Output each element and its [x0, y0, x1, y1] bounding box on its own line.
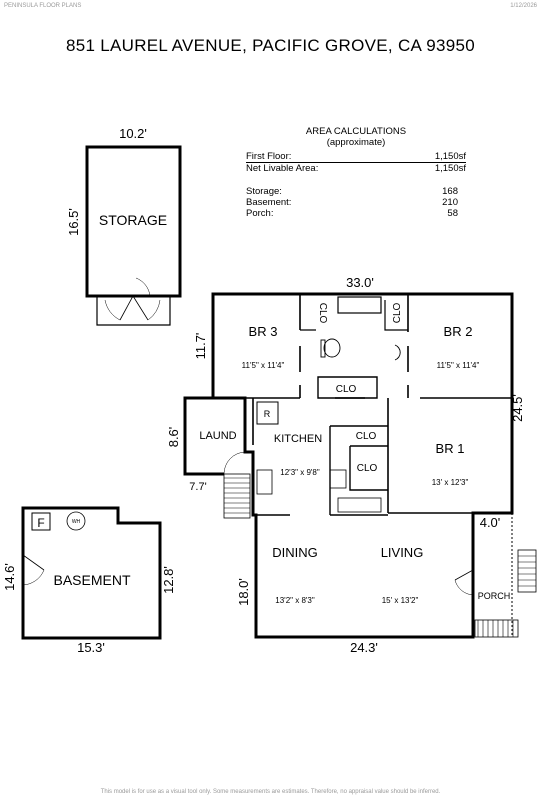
closet-kitchen-upper-label: CLO	[356, 431, 377, 442]
basement-depth-right-label: 12.8'	[161, 566, 176, 594]
kitchen-size: 12'3" x 9'8"	[280, 468, 320, 477]
disclaimer: This model is for use as a visual tool o…	[100, 789, 441, 795]
closet-br3-label: CLO	[317, 303, 328, 324]
area-label: First Floor:	[246, 151, 292, 162]
storage-name: STORAGE	[99, 212, 167, 228]
area-row-porch: Porch: 58	[246, 208, 458, 219]
living-name: LIVING	[381, 545, 424, 560]
br2-size: 11'5" x 11'4"	[437, 361, 480, 370]
water-heater-label: WH	[72, 519, 81, 525]
kitchen-name: KITCHEN	[274, 433, 322, 445]
front-door-swing	[454, 579, 474, 596]
storage-doors	[119, 295, 149, 321]
water-heater-icon	[66, 511, 86, 531]
area-subtitle: (approximate)	[326, 137, 386, 148]
storage-depth-label: 16.5'	[66, 208, 81, 236]
hall-closet	[317, 376, 378, 399]
laundry-name: LAUND	[199, 430, 236, 442]
area-value: 168	[442, 186, 458, 197]
page-title: 851 LAUREL AVENUE, PACIFIC GROVE, CA 939…	[65, 36, 476, 55]
house-width-top-label: 33.0'	[346, 275, 374, 290]
porch-step-lines	[477, 620, 514, 637]
house-width-bottom-label: 24.3'	[350, 640, 378, 655]
storage-entry	[96, 296, 171, 326]
laundry-step-lines	[224, 477, 250, 514]
porch-steps-side	[517, 549, 537, 593]
area-label: Porch:	[246, 208, 274, 219]
area-value: 1,150sf	[434, 163, 466, 174]
closet-kitchen-lower-label: CLO	[357, 463, 378, 474]
furnace-label: F	[37, 516, 44, 530]
basement-door	[22, 554, 45, 571]
basement-depth-left-label: 14.6'	[2, 563, 17, 591]
basement-width-label: 15.3'	[77, 640, 105, 655]
front-door	[454, 569, 474, 581]
area-calculations: AREA CALCULATIONS (approximate) First Fl…	[246, 126, 466, 219]
laundry-width-label: 7.7'	[189, 481, 206, 493]
bathtub	[337, 296, 382, 314]
porch-steps-front	[474, 619, 519, 638]
area-value: 1,150sf	[434, 151, 466, 162]
stove	[329, 469, 347, 489]
house-depth-right-label: 24.5'	[510, 394, 525, 422]
basement-walls	[21, 506, 162, 640]
porch-width-label: 4.0'	[480, 515, 501, 530]
br1-size: 13' x 12'3"	[432, 478, 469, 487]
bath-closets	[300, 300, 408, 331]
closet-br2-label: CLO	[392, 302, 403, 323]
porch-name: PORCH	[478, 591, 511, 601]
area-row-basement: Basement: 210	[246, 197, 458, 208]
storage-walls	[85, 145, 182, 298]
company-name: PENINSULA FLOOR PLANS	[4, 3, 82, 9]
kitchen-counter	[337, 497, 382, 513]
closet-hall-label: CLO	[336, 384, 357, 395]
laundry-steps	[223, 473, 251, 519]
laundry-door-swing	[223, 451, 246, 475]
laundry-depth-label: 8.6'	[166, 427, 181, 448]
dining-name: DINING	[272, 545, 318, 560]
plan-date: 1/12/2026	[510, 3, 537, 9]
storage-door-swings	[104, 299, 161, 321]
area-title: AREA CALCULATIONS	[305, 126, 407, 137]
area-row-first-floor: First Floor: 1,150sf	[246, 151, 466, 163]
area-label: Storage:	[246, 186, 282, 197]
storage-width-label: 10.2'	[119, 126, 147, 141]
br1-name: BR 1	[436, 441, 465, 456]
laundry-walls	[183, 396, 224, 476]
br2-name: BR 2	[444, 324, 473, 339]
dining-size: 13'2" x 8'3"	[275, 596, 315, 605]
house-depth-left-label: 11.7'	[193, 333, 208, 360]
toilet	[323, 338, 341, 358]
refrigerator-label: R	[264, 409, 271, 419]
area-label: Basement:	[246, 197, 292, 208]
refrigerator	[256, 401, 279, 425]
sink	[394, 344, 401, 361]
area-value: 210	[442, 197, 458, 208]
basement-name: BASEMENT	[53, 572, 130, 588]
toilet-tank	[320, 339, 326, 358]
basement-door-swing	[22, 569, 45, 586]
side-step-lines	[518, 555, 536, 587]
area-row-net-livable: Net Livable Area: 1,150sf	[246, 163, 466, 174]
furnace-box	[31, 512, 51, 531]
living-size: 15' x 13'2"	[382, 596, 419, 605]
area-row-storage: Storage: 168	[246, 186, 458, 197]
area-value: 58	[447, 208, 458, 219]
br3-name: BR 3	[249, 324, 278, 339]
area-label: Net Livable Area:	[246, 163, 319, 174]
storage-door-arc	[135, 277, 151, 297]
br3-size: 11'5" x 11'4"	[242, 361, 285, 370]
kitchen-sink	[256, 469, 273, 495]
house-depth-lower-label: 18.0'	[236, 578, 251, 606]
